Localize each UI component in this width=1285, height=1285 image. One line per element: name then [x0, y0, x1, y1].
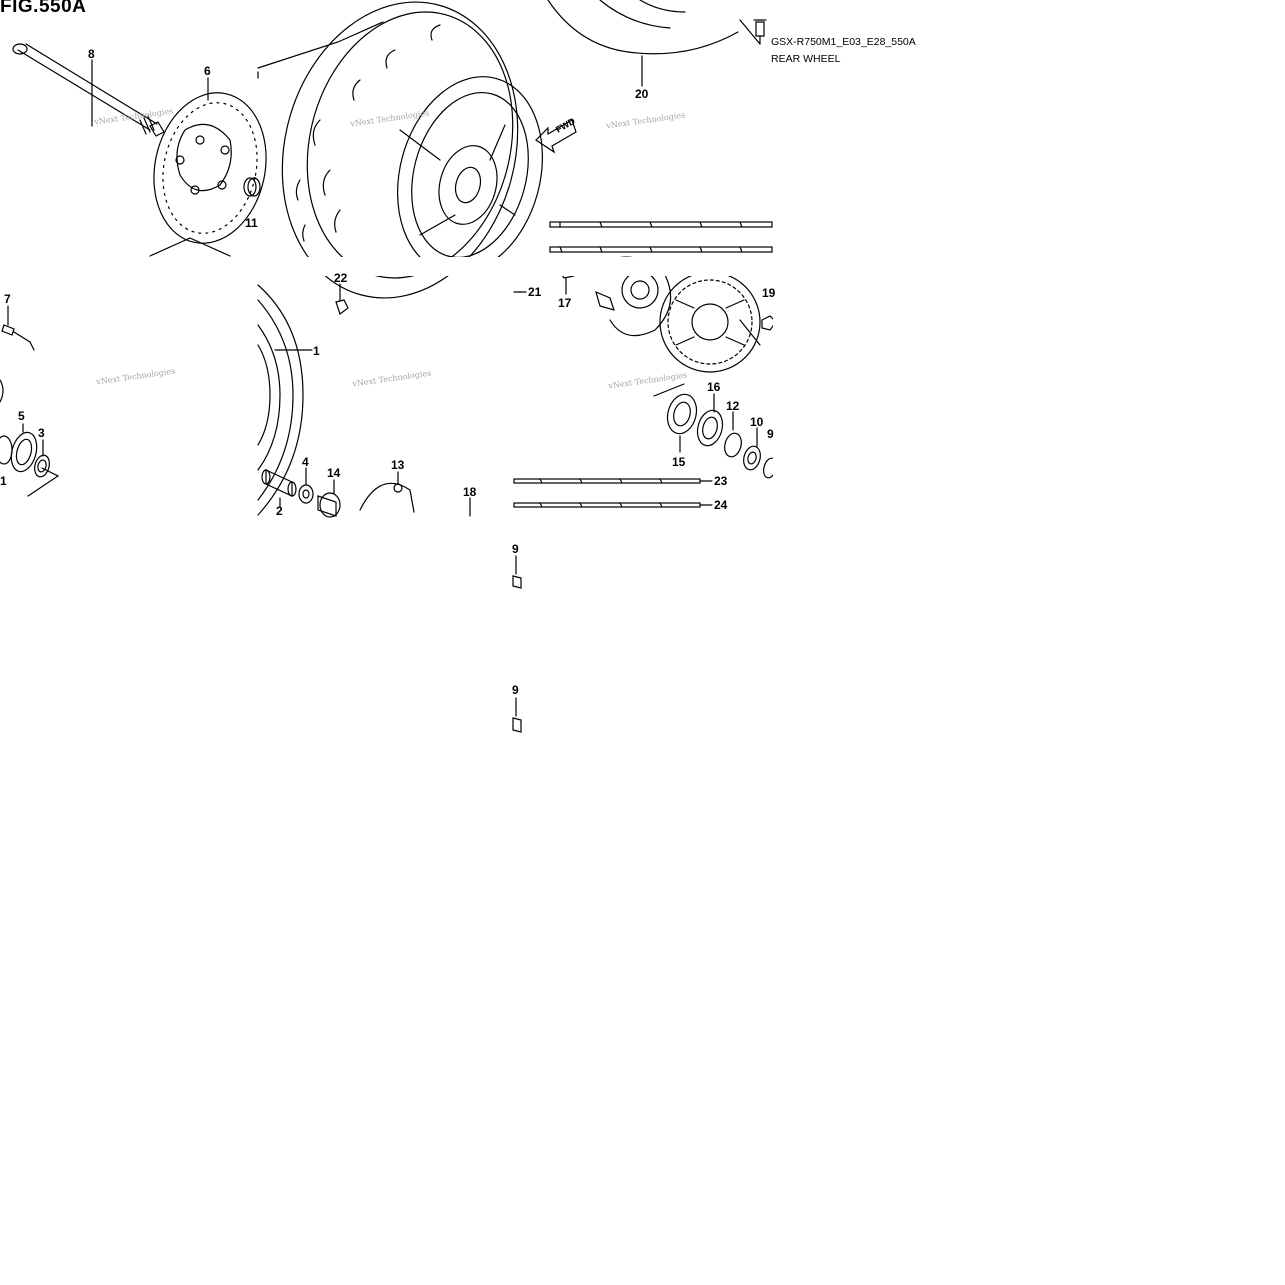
sprocket-drawing [659, 271, 761, 373]
figure-title: FIG.550A [0, 0, 87, 17]
bottom-blank-area [0, 520, 512, 1285]
fwd-arrow-drawing [535, 119, 577, 154]
callout-6[interactable]: 6 [204, 64, 211, 78]
callout-5[interactable]: 5 [18, 409, 25, 423]
tire-section-drawing [257, 284, 313, 516]
callout-9-bottom[interactable]: 9 [512, 683, 519, 697]
callout-12[interactable]: 12 [726, 399, 740, 413]
callout-3[interactable]: 3 [38, 426, 45, 440]
callout-13[interactable]: 13 [391, 458, 405, 472]
callout-11[interactable]: 11 [245, 216, 258, 230]
callout-8[interactable]: 8 [88, 47, 95, 61]
right-blank-area [773, 70, 1285, 1285]
hub-spacers-drawing [261, 467, 471, 518]
callout-4[interactable]: 4 [302, 455, 309, 469]
callout-9[interactable]: 9 [767, 427, 774, 441]
spacer-11-drawing [243, 177, 261, 197]
fwd-arrow-label: FWD [554, 116, 577, 135]
model-code: GSX-R750M1_E03_E28_550A [771, 36, 916, 48]
left-hub-parts-drawing [0, 305, 60, 497]
callout-20[interactable]: 20 [635, 87, 649, 101]
wheel-top-drawing [547, 0, 739, 55]
callout-16[interactable]: 16 [707, 380, 721, 394]
callout-1-left[interactable]: 1 [0, 474, 7, 488]
callout-23[interactable]: 23 [714, 474, 728, 488]
callout-19[interactable]: 19 [762, 286, 776, 300]
callout-24[interactable]: 24 [714, 498, 728, 512]
callout-7[interactable]: 7 [4, 292, 11, 306]
callout-10[interactable]: 10 [750, 415, 764, 429]
valve-stem-drawing [739, 19, 767, 45]
callout-21[interactable]: 21 [528, 285, 542, 299]
callout-1[interactable]: 1 [313, 344, 320, 358]
callout-18[interactable]: 18 [463, 485, 477, 499]
callout-15[interactable]: 15 [672, 455, 686, 469]
tile1-bottom-lines [149, 237, 231, 257]
diagram-name: REAR WHEEL [771, 53, 841, 65]
long-bars-drawing [513, 221, 773, 508]
balance-weight-22-drawing [335, 283, 349, 315]
callout-22[interactable]: 22 [334, 271, 348, 285]
tile-gutter-horizontal [0, 257, 775, 276]
callout-17[interactable]: 17 [558, 296, 572, 310]
callout-2[interactable]: 2 [276, 504, 283, 518]
callout-14[interactable]: 14 [327, 466, 341, 480]
item-9-fragments-drawing [512, 555, 522, 733]
callout-9-lower[interactable]: 9 [512, 542, 519, 556]
